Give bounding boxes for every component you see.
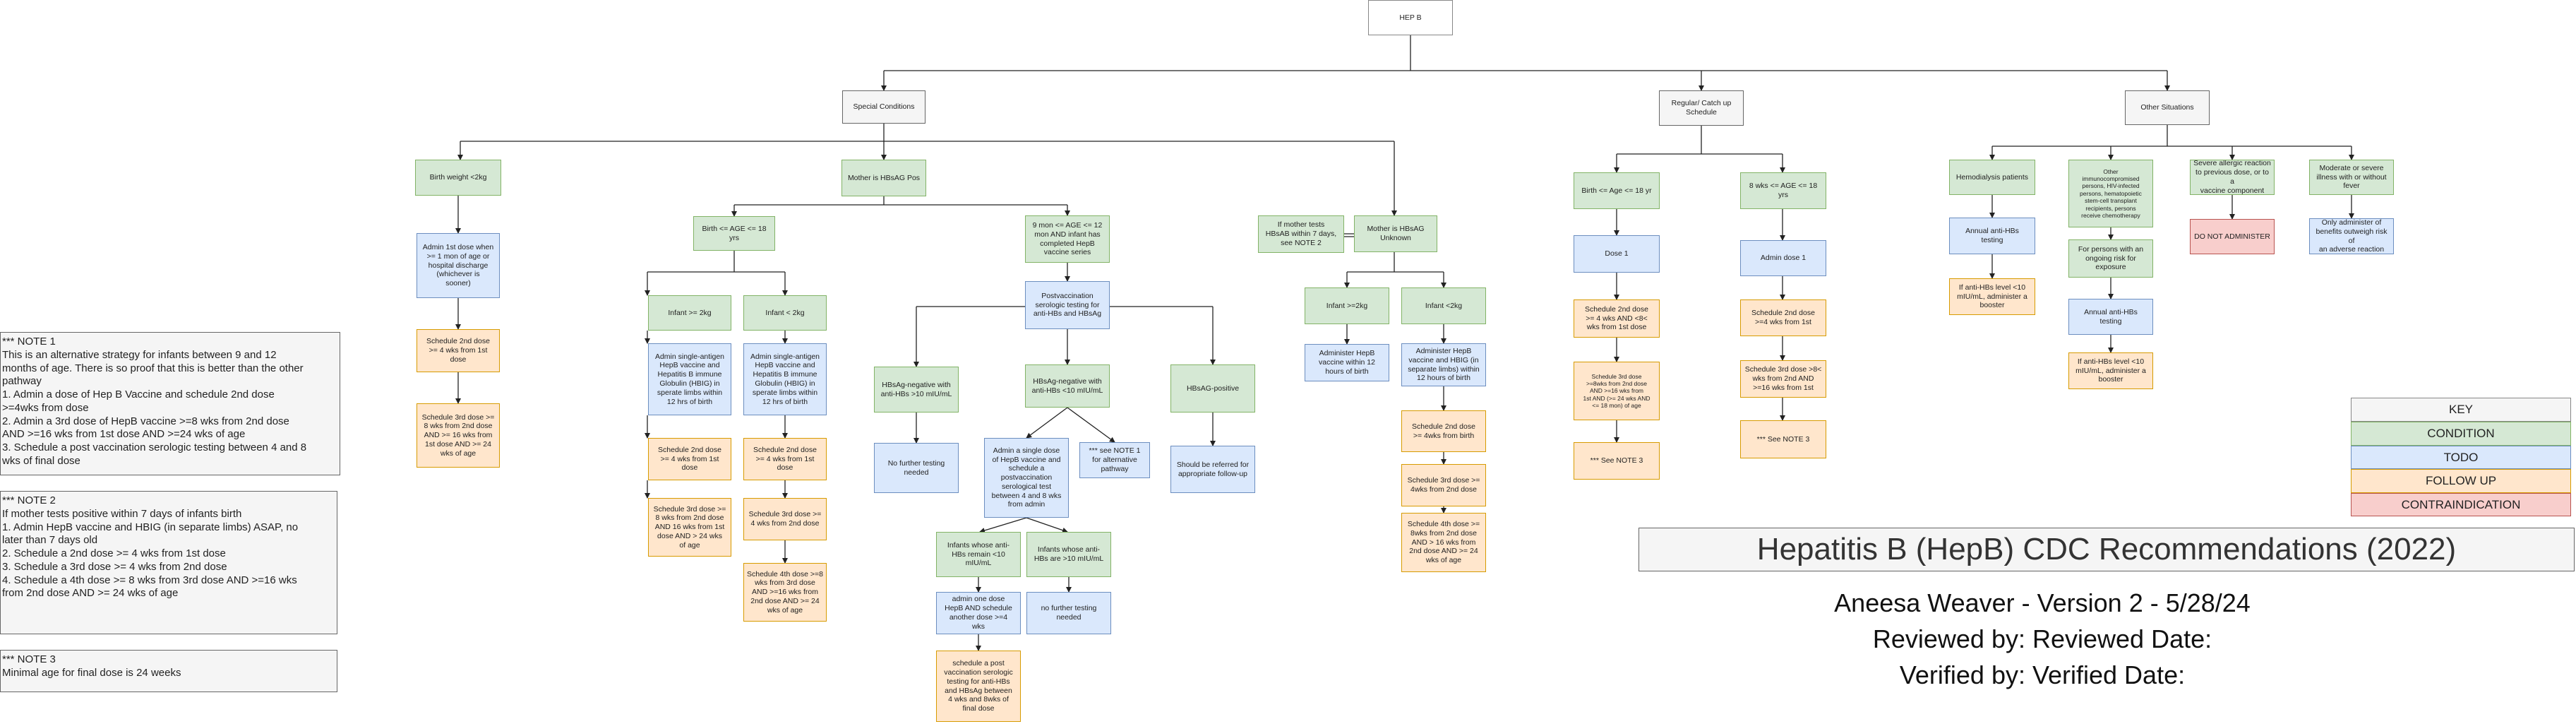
note-2: *** NOTE 2 If mother tests positive with…	[0, 491, 337, 634]
birth-third-dose-node: Schedule 3rd dose >=8wks from 2nd dose A…	[1574, 362, 1660, 420]
birth-second-dose-node: Schedule 2nd dose >= 4 wks AND <8< wks f…	[1574, 299, 1660, 338]
note-1: *** NOTE 1 This is an alternative strate…	[0, 332, 340, 475]
ge2-admin-hbig-node: Admin single-antigen HepB vaccine and He…	[648, 343, 731, 415]
diagram-title: Hepatitis B (HepB) CDC Recommendations (…	[1639, 528, 2575, 571]
postvax-testing-node: Postvaccination serologic testing for an…	[1025, 281, 1110, 329]
bw-admin-first-dose-node: Admin 1st dose when >= 1 mon of age or h…	[417, 233, 500, 298]
unknown-lt2-admin-node: Administer HepB vaccine and HBIG (in sep…	[1401, 343, 1486, 386]
ge2-third-dose-node: Schedule 3rd dose >= 8 wks from 2nd dose…	[648, 498, 731, 557]
moderate-illness-node: Moderate or severe illness with or witho…	[2309, 160, 2394, 195]
referred-follow-up-node: Should be referred for appropriate follo…	[1170, 446, 1255, 493]
see-note1-node: *** see NOTE 1 for alternative pathway	[1079, 442, 1150, 478]
lt2-admin-hbig-node: Admin single-antigen HepB vaccine and He…	[743, 343, 827, 415]
lt2-third-dose-node: Schedule 3rd dose >= 4 wks from 2nd dose	[743, 498, 827, 540]
wks-see-note3-node: *** See NOTE 3	[1740, 420, 1826, 458]
other-situations-node: Other Situations	[2125, 90, 2210, 125]
severe-allergic-node: Severe allergic reaction to previous dos…	[2190, 160, 2275, 195]
author-version-line: Aneesa Weaver - Version 2 - 5/28/24	[1834, 588, 2251, 617]
birth-age-18-node: Birth <= AGE <= 18 yrs	[693, 216, 775, 251]
no-further-testing-1-node: No further testing needed	[874, 443, 959, 493]
immuno-annual-testing-node: Annual anti-HBs testing	[2068, 299, 2153, 335]
special-conditions-node: Special Conditions	[842, 90, 925, 124]
regular-catchup-node: Regular/ Catch up Schedule	[1659, 90, 1744, 126]
mother-hbsag-pos-node: Mother is HBsAG Pos	[841, 160, 926, 196]
unknown-infant-lt2-node: Infant <2kg	[1401, 287, 1486, 324]
note-3: *** NOTE 3 Minimal age for final dose is…	[0, 650, 337, 692]
only-administer-node: Only administer of benefits outweigh ris…	[2309, 218, 2394, 254]
birth-age-18yr-node: Birth <= Age <= 18 yr	[1574, 172, 1660, 209]
dose-1-node: Dose 1	[1574, 235, 1660, 273]
key-todo: TODO	[2351, 446, 2571, 469]
wks-third-dose-node: Schedule 3rd dose >8< wks from 2nd AND >…	[1740, 360, 1826, 398]
if-mother-tests-node: If mother tests HBsAB within 7 days, see…	[1258, 215, 1344, 253]
do-not-administer-node: DO NOT ADMINISTER	[2190, 219, 2275, 254]
lt2-fourth-dose-node: Schedule 4th dose >=8 wks from 3rd dose …	[743, 563, 827, 622]
hbsag-positive-node: HBsAG-positive	[1170, 364, 1255, 413]
ge2-second-dose-node: Schedule 2nd dose >= 4 wks from 1st dose	[648, 438, 731, 480]
unknown-fourth-dose-node: Schedule 4th dose >= 8wks from 2nd dose …	[1401, 513, 1486, 572]
verified-by-line: Verified by: Verified Date:	[1899, 660, 2186, 689]
remain-lt10-node: Infants whose anti- HBs remain <10 mIU/m…	[936, 532, 1021, 577]
birth-weight-node: Birth weight <2kg	[415, 160, 501, 196]
are-ge10-node: Infants whose anti- HBs are >10 mIU/mL	[1026, 532, 1111, 577]
admin-one-dose-node: admin one dose HepB AND schedule another…	[936, 592, 1021, 634]
hbsag-neg-ge10-node: HBsAg-negative with anti-HBs >10 mIU/mL	[874, 367, 959, 413]
unknown-infant-ge2-node: Infant >=2kg	[1305, 287, 1389, 324]
bw-third-dose-node: Schedule 3rd dose >= 8 wks from 2nd dose…	[417, 403, 500, 468]
birth-see-note3-node: *** See NOTE 3	[1574, 442, 1660, 480]
no-further-testing-2-node: no further testing needed	[1026, 592, 1111, 634]
hep-b-root-node: HEP B	[1368, 0, 1453, 35]
key-follow-up: FOLLOW UP	[2351, 469, 2571, 493]
nine-month-node: 9 mon <= AGE <= 12 mon AND infant has co…	[1025, 215, 1110, 263]
bw-second-dose-node: Schedule 2nd dose >= 4 wks from 1st dose	[417, 329, 500, 372]
wks8-age-18-node: 8 wks <= AGE <= 18 yrs	[1740, 172, 1826, 209]
infant-lt-2kg-node: Infant < 2kg	[743, 295, 827, 331]
key-condition: CONDITION	[2351, 422, 2571, 446]
hemo-annual-testing-node: Annual anti-HBs testing	[1949, 218, 2035, 254]
lt2-second-dose-node: Schedule 2nd dose >= 4 wks from 1st dose	[743, 438, 827, 480]
reviewed-by-line: Reviewed by: Reviewed Date:	[1872, 624, 2212, 653]
hemo-booster-node: If anti-HBs level <10 mIU/mL, administer…	[1949, 278, 2035, 315]
key-contraindication: CONTRAINDICATION	[2351, 493, 2571, 516]
admin-single-dose-node: Admin a single dose of HepB vaccine and …	[984, 438, 1069, 518]
infant-ge-2kg-node: Infant >= 2kg	[648, 295, 731, 331]
mother-hbsag-unknown-node: Mother is HBsAG Unknown	[1354, 215, 1437, 252]
immunocompromised-node: Other immunocompromised persons, HIV-inf…	[2068, 160, 2153, 227]
unknown-second-dose-node: Schedule 2nd dose >= 4wks from birth	[1401, 410, 1486, 452]
admin-dose-1-node: Admin dose 1	[1740, 240, 1826, 276]
wks-second-dose-node: Schedule 2nd dose >=4 wks from 1st	[1740, 299, 1826, 336]
immuno-booster-node: If anti-HBs level <10 mIU/mL, administer…	[2068, 352, 2153, 389]
unknown-third-dose-node: Schedule 3rd dose >= 4wks from 2nd dose	[1401, 464, 1486, 506]
ongoing-risk-node: For persons with an ongoing risk for exp…	[2068, 239, 2153, 278]
key-title: KEY	[2351, 398, 2571, 422]
hbsag-neg-lt10-node: HBsAg-negative with anti-HBs <10 mIU/mL	[1025, 364, 1110, 408]
schedule-post-vax-node: schedule a post vaccination serologic te…	[936, 651, 1021, 722]
unknown-ge2-admin-node: Administer HepB vaccine within 12 hours …	[1305, 344, 1389, 381]
hemodialysis-node: Hemodialysis patients	[1949, 160, 2035, 195]
